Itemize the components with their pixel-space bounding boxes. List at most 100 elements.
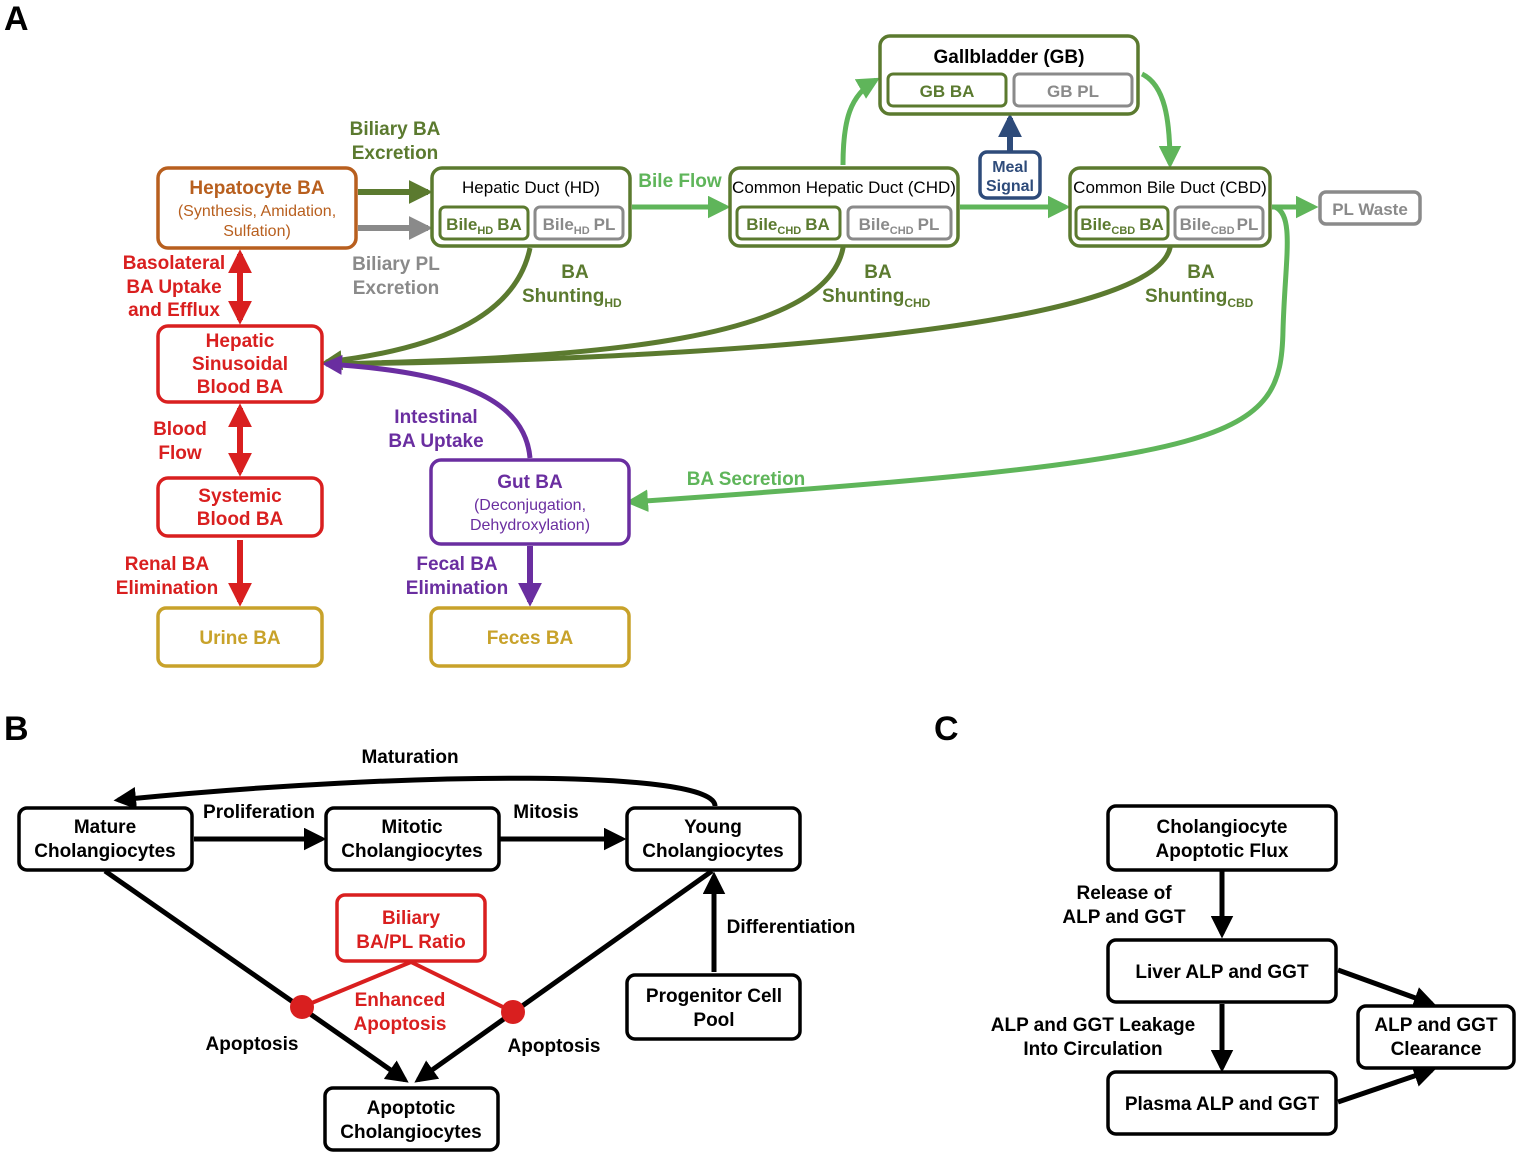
chd-title: Common Hepatic Duct (CHD) — [732, 178, 956, 197]
biliary-pl-label-2: Excretion — [353, 278, 440, 299]
mitotic-line1: Mitotic — [381, 817, 443, 838]
hepatic-sinusoidal-blood-node: Hepatic Sinusoidal Blood BA — [156, 324, 324, 404]
meal-signal-line1: Meal — [992, 159, 1028, 176]
release-label-2: ALP and GGT — [1062, 907, 1186, 928]
ratio-link-left — [301, 960, 412, 1009]
mature-line2: Cholangiocytes — [34, 841, 175, 862]
maturation-arrow — [113, 775, 718, 810]
shunting-cbd-arrow — [327, 245, 1173, 367]
apoptosis-right-label: Apoptosis — [508, 1036, 601, 1057]
urine-label: Urine BA — [199, 628, 281, 649]
apoptosis-left-label: Apoptosis — [206, 1034, 299, 1055]
intestinal-label-2: BA Uptake — [388, 431, 483, 452]
mature-line1: Mature — [74, 817, 136, 838]
progenitor-line1: Progenitor Cell — [646, 986, 782, 1007]
renal-label-1: Renal BA — [125, 554, 210, 575]
young-cholangiocytes-node: Young Cholangiocytes — [625, 806, 802, 872]
gb-title: Gallbladder (GB) — [934, 47, 1085, 68]
maturation-label: Maturation — [361, 747, 458, 768]
basolateral-label-3: and Efflux — [128, 300, 220, 321]
proliferation-label: Proliferation — [203, 802, 315, 823]
mitotic-cholangiocytes-node: Mitotic Cholangiocytes — [324, 806, 501, 872]
panel-c-arrows — [1210, 871, 1437, 1105]
systemic-line2: Blood BA — [197, 509, 284, 530]
hd-title: Hepatic Duct (HD) — [462, 178, 600, 197]
mature-cholangiocytes-node: Mature Cholangiocytes — [17, 806, 194, 872]
gallbladder-node: Gallbladder (GB) GB BA GB PL — [878, 34, 1140, 116]
mitosis-label: Mitosis — [513, 802, 578, 823]
gb-pl-compartment: GB PL — [1047, 82, 1099, 101]
alp-ggt-clearance-node: ALP and GGT Clearance — [1356, 1004, 1516, 1070]
blood-flow-label-1: Blood — [153, 419, 207, 440]
shunting-cbd-label: ShuntingCBD — [1145, 286, 1254, 310]
clearance-line2: Clearance — [1391, 1039, 1482, 1060]
systemic-line1: Systemic — [198, 486, 282, 507]
panel-c-labels: Release of ALP and GGT ALP and GGT Leaka… — [991, 883, 1195, 1060]
young-line2: Cholangiocytes — [642, 841, 783, 862]
biliary-ba-label-2: Excretion — [352, 143, 439, 164]
hepatocyte-line1: (Synthesis, Amidation, — [178, 203, 336, 220]
gut-ba-node: Gut BA (Deconjugation, Dehydroxylation) — [429, 458, 631, 546]
bile-flow-label: Bile Flow — [638, 171, 722, 192]
shunting-chd-label: ShuntingCHD — [822, 286, 931, 310]
basolateral-label-1: Basolateral — [123, 253, 225, 274]
intestinal-label-1: Intestinal — [394, 407, 477, 428]
shunting-chd-word: BA — [864, 262, 892, 283]
pl-waste-node: PL Waste — [1318, 190, 1422, 226]
cbd-title: Common Bile Duct (CBD) — [1073, 178, 1267, 197]
meal-signal-line2: Signal — [986, 178, 1034, 195]
sinusoidal-line3: Blood BA — [197, 377, 284, 398]
gb-to-cbd-arrow — [1140, 71, 1182, 169]
leakage-label-2: Into Circulation — [1023, 1039, 1162, 1060]
feces-ba-node: Feces BA — [429, 606, 631, 668]
enhanced-apoptosis-label-2: Apoptosis — [354, 1014, 447, 1035]
shunting-cbd-word: BA — [1187, 262, 1215, 283]
apoptosis-right-arrow — [414, 868, 714, 1083]
ratio-line1: Biliary — [382, 908, 441, 929]
ratio-effect-dot-right — [501, 1000, 525, 1024]
pl-waste-label: PL Waste — [1332, 200, 1408, 219]
flux-line2: Apoptotic Flux — [1156, 841, 1289, 862]
enhanced-apoptosis-label-1: Enhanced — [355, 990, 446, 1011]
fecal-label-1: Fecal BA — [416, 554, 498, 575]
ba-secretion-arrow — [625, 204, 1290, 512]
panel-a-labels: Biliary BA Excretion Biliary PL Excretio… — [116, 119, 1254, 599]
progenitor-cell-pool-node: Progenitor Cell Pool — [625, 973, 802, 1041]
hepatocyte-ba-node: Hepatocyte BA (Synthesis, Amidation, Sul… — [156, 166, 358, 250]
gut-line2: Dehydroxylation) — [470, 517, 590, 534]
meal-signal-node: Meal Signal — [978, 150, 1042, 200]
flux-line1: Cholangiocyte — [1157, 817, 1288, 838]
ratio-effect-dot-left — [290, 995, 314, 1019]
panel-b-labels: Maturation Proliferation Mitosis Differe… — [203, 747, 855, 1057]
panel-label-b: B — [4, 710, 29, 748]
plasma-clearance-arrow — [1337, 1065, 1437, 1105]
urine-ba-node: Urine BA — [156, 606, 324, 668]
intestinal-uptake-arrow — [322, 354, 533, 459]
apoptotic-cholangiocytes-node: Apoptotic Cholangiocytes — [323, 1086, 500, 1152]
basolateral-label-2: BA Uptake — [126, 277, 221, 298]
apoptotic-line1: Apoptotic — [367, 1098, 456, 1119]
release-label-1: Release of — [1076, 883, 1172, 904]
hepatocyte-title: Hepatocyte BA — [189, 178, 324, 199]
panel-label-c: C — [934, 710, 959, 748]
hepatocyte-line2: Sulfation) — [223, 223, 291, 240]
panel-a-arrows — [228, 71, 1319, 607]
gb-ba-compartment: GB BA — [920, 82, 975, 101]
young-line1: Young — [684, 817, 742, 838]
liver-label: Liver ALP and GGT — [1135, 962, 1309, 983]
liver-clearance-arrow — [1337, 967, 1437, 1009]
gut-title: Gut BA — [497, 472, 563, 493]
chd-to-gb-arrow — [840, 77, 880, 166]
shunting-hd-label: ShuntingHD — [522, 286, 622, 310]
renal-label-2: Elimination — [116, 578, 218, 599]
cholangiocyte-apoptotic-flux-node: Cholangiocyte Apoptotic Flux — [1106, 804, 1338, 872]
